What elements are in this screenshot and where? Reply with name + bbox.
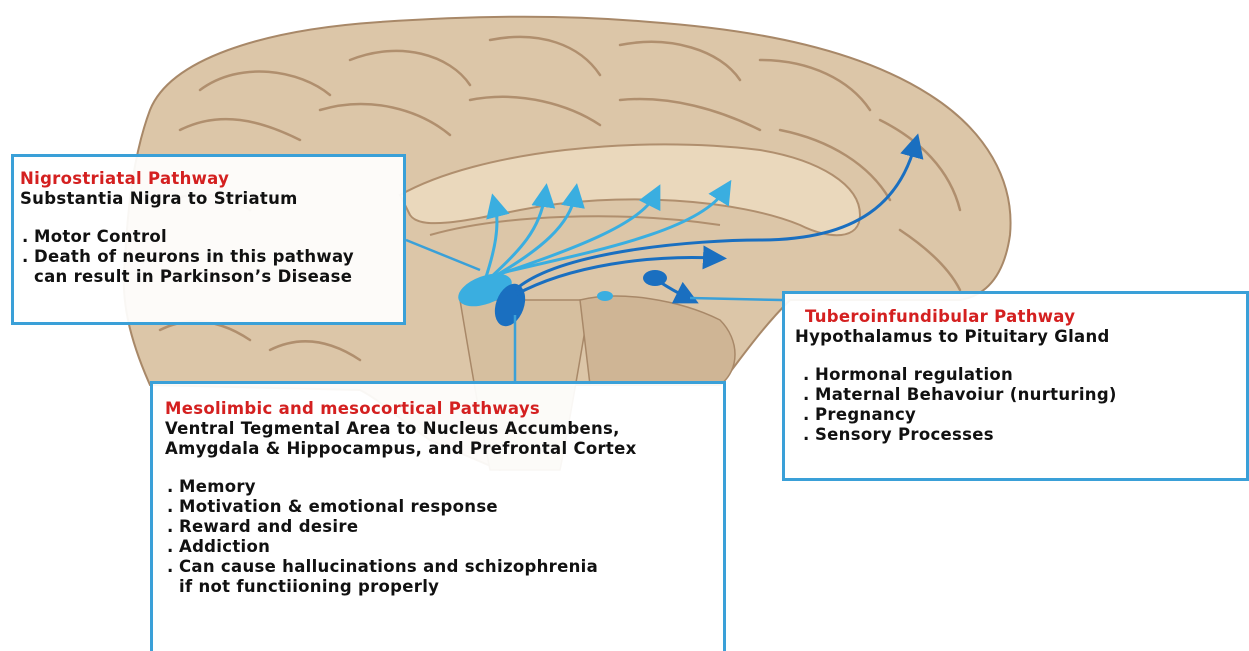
tuberoinfundibular-subtitle: Hypothalamus to Pituitary Gland: [795, 327, 1240, 347]
mesolimbic-callout: Mesolimbic and mesocortical Pathways Ven…: [150, 381, 726, 651]
mesolimbic-subtitle: Ventral Tegmental Area to Nucleus Accumb…: [165, 419, 705, 459]
list-item: Reward and desire: [165, 517, 713, 537]
pituitary-nucleus: [597, 291, 613, 301]
list-item: Can cause hallucinations and schizophren…: [165, 557, 599, 597]
list-item: Sensory Processes: [801, 425, 1240, 445]
list-item: Motor Control: [20, 227, 397, 247]
nigrostriatal-title: Nigrostriatal Pathway: [20, 169, 397, 189]
tuberoinfundibular-title: Tuberoinfundibular Pathway: [795, 307, 1240, 327]
list-item: Maternal Behavoiur (nurturing): [801, 385, 1240, 405]
tuberoinfundibular-callout: Tuberoinfundibular Pathway Hypothalamus …: [782, 291, 1249, 481]
list-item: Addiction: [165, 537, 713, 557]
list-item: Death of neurons in this pathway can res…: [20, 247, 354, 287]
nigrostriatal-subtitle: Substantia Nigra to Striatum: [20, 189, 397, 209]
list-item: Hormonal regulation: [801, 365, 1240, 385]
mesolimbic-list: Memory Motivation & emotional response R…: [165, 477, 713, 597]
list-item: Motivation & emotional response: [165, 497, 713, 517]
list-item: Pregnancy: [801, 405, 1240, 425]
tuberoinfundibular-list: Hormonal regulation Maternal Behavoiur (…: [795, 365, 1240, 445]
nigrostriatal-callout: Nigrostriatal Pathway Substantia Nigra t…: [11, 154, 406, 325]
nigrostriatal-list: Motor Control Death of neurons in this p…: [20, 227, 397, 287]
mesolimbic-title: Mesolimbic and mesocortical Pathways: [165, 399, 713, 419]
list-item: Memory: [165, 477, 713, 497]
